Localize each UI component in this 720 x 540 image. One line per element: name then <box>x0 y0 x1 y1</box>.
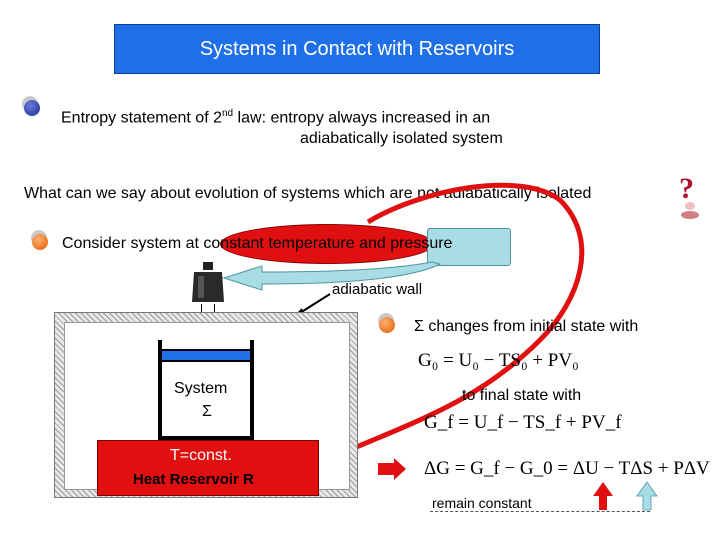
constant-temperature-highlight <box>220 224 434 264</box>
entropy-statement-line2: adiabatically isolated system <box>300 130 503 147</box>
question-mark-icon: ? <box>676 172 704 222</box>
reservoir-name: Heat Reservoir R <box>133 471 254 488</box>
system-label: System <box>174 380 228 397</box>
adiabatic-wall-label: adiabatic wall <box>332 281 423 298</box>
entropy-text-sup: nd <box>221 108 234 119</box>
remain-constant-label: remain constant <box>432 495 532 511</box>
consider-pre: Consider system at <box>62 235 204 252</box>
pressure-highlight <box>427 228 511 266</box>
cylinder <box>158 340 254 440</box>
system-sigma: Σ <box>202 403 212 420</box>
slide-title: Systems in Contact with Reservoirs <box>114 24 600 74</box>
consider-system-text: Consider system at constant temperature … <box>62 235 452 253</box>
pressure-text: pressure <box>390 235 453 252</box>
bullet-icon-2 <box>32 234 48 250</box>
heat-reservoir <box>97 440 319 496</box>
piston <box>162 349 250 362</box>
initial-gibbs-equation: G₀ = U₀ − TS₀ + PV₀ <box>418 350 579 372</box>
final-gibbs-equation: G_f = U_f − TS_f + PV_f <box>424 412 622 433</box>
reservoir-temp: T=const. <box>170 447 232 464</box>
final-state-text: to final state with <box>462 387 582 404</box>
red-up-arrow <box>593 482 613 510</box>
delta-arrow <box>378 458 406 480</box>
svg-text:?: ? <box>679 172 694 205</box>
slide-title-text: Systems in Contact with Reservoirs <box>199 37 515 60</box>
sigma-changes-text: Σ changes from initial state with <box>414 318 639 335</box>
delta-gibbs-equation: ΔG = G_f − G_0 = ΔU − TΔS + PΔV <box>424 458 710 479</box>
pressure-arrow <box>222 261 442 291</box>
weight-icon <box>192 262 224 304</box>
entropy-statement-line1: Entropy statement of 2nd law: entropy al… <box>61 108 490 127</box>
cyan-up-arrow <box>636 481 658 511</box>
consider-mid: and <box>354 235 391 252</box>
bullet-icon-3 <box>379 317 395 333</box>
question-to-reservoir-arrow <box>316 182 585 466</box>
entropy-text-suffix: law: entropy always increased in an <box>233 109 491 127</box>
initial-eq-text: G₀ = U₀ − TS₀ + PV₀ <box>418 350 579 371</box>
entropy-text-prefix: Entropy statement of 2 <box>61 109 222 127</box>
constant-temperature-text: constant temperature <box>203 235 355 252</box>
bullet-icon-1 <box>24 100 40 116</box>
remain-constant-line <box>430 511 650 512</box>
